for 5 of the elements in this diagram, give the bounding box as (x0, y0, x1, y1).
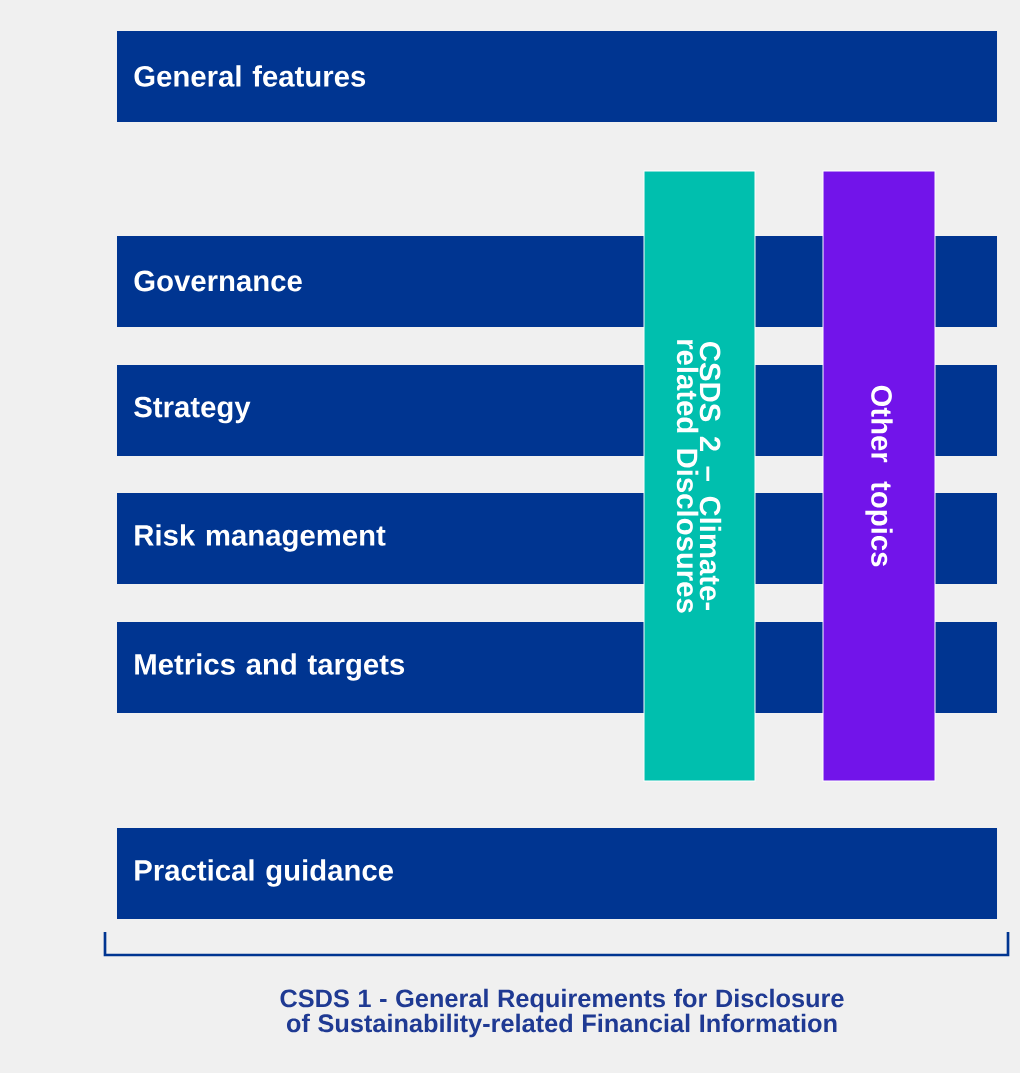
section-bar: Practical guidance (117, 828, 997, 919)
topic-column: CSDS 2 – Climate-related Disclosures (643, 170, 756, 782)
section-bar: General features (117, 31, 997, 122)
caption: CSDS 1 - General Requirements for Disclosure of Sustainability-related Financial Information (280, 988, 844, 1038)
topic-column: Other topics (822, 170, 936, 782)
